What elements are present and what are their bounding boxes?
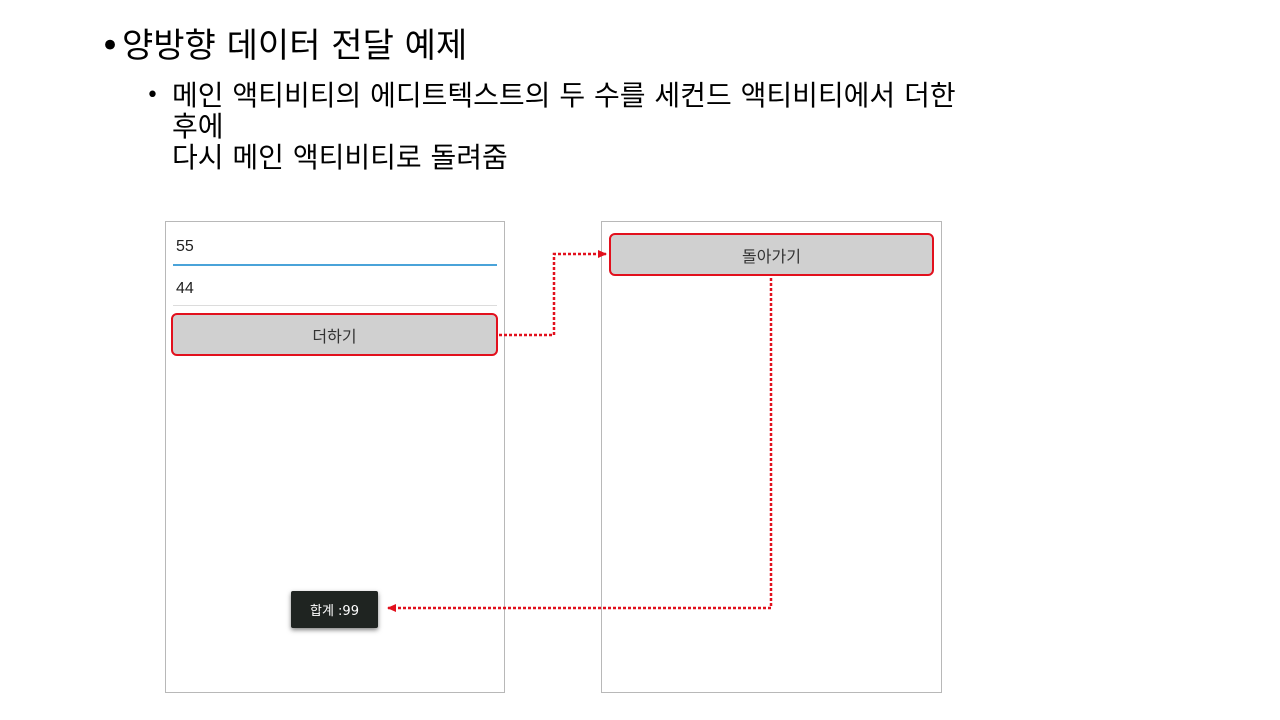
sub-bullet-line-2: 후에 [172, 110, 224, 143]
bullet-dot: • [100, 26, 121, 66]
sum-toast: 합계 :99 [291, 591, 378, 628]
number-input-1-value: 55 [176, 238, 194, 255]
number-input-2[interactable]: 44 [173, 280, 497, 306]
arrow-to-second-activity [499, 250, 607, 337]
back-button[interactable]: 돌아가기 [609, 233, 934, 276]
slide-title: •양방향 데이터 전달 예제 [100, 24, 467, 68]
add-button[interactable]: 더하기 [171, 313, 498, 356]
bullet-dot: • [146, 83, 159, 108]
input-underline [173, 264, 497, 266]
number-input-1[interactable]: 55 [173, 238, 497, 266]
sub-bullet-text: 메인 액티비티의 에디트텍스트의 두 수를 세컨드 액티비티에서 더한 후에 다… [172, 80, 1172, 173]
number-input-2-value: 44 [176, 280, 194, 297]
input-underline [173, 305, 497, 306]
arrow-back-to-main-activity [387, 278, 773, 612]
sub-bullet-line-3: 다시 메인 액티비티로 돌려줌 [172, 141, 508, 174]
slide-title-text: 양방향 데이터 전달 예제 [122, 26, 468, 66]
sub-bullet-line-1: 메인 액티비티의 에디트텍스트의 두 수를 세컨드 액티비티에서 더한 [172, 79, 956, 112]
